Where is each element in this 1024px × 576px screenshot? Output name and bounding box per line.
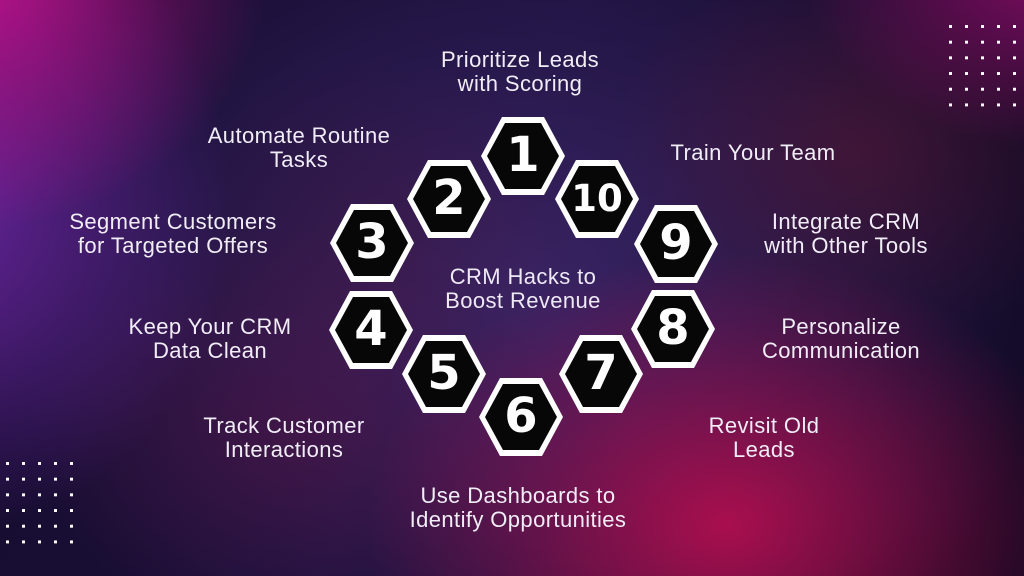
hexagon-number: 3 [355,214,389,270]
hexagon-2: 2 [407,160,491,238]
hexagon-fill: 4 [335,297,407,363]
hexagon-fill: 8 [637,296,709,362]
label-line: Automate Routine [207,123,391,148]
dot-grid-top-right-icon [949,25,1017,107]
label-integrate-crm: Integrate CRM with Other Tools [726,210,966,258]
hexagon-number: 8 [656,300,690,356]
center-title-line1: CRM Hacks to [449,264,597,289]
hexagon-number: 7 [584,345,618,401]
hexagon-7: 7 [559,335,643,413]
label-line: Identify Opportunities [409,507,627,532]
label-line: Revisit Old [708,413,820,438]
label-revisit-old-leads: Revisit Old Leads [664,414,864,462]
hexagon-10: 10 [555,160,639,238]
hexagon-8: 8 [631,290,715,368]
hexagon-4: 4 [329,291,413,369]
hexagon-number: 10 [571,176,623,220]
label-line: for Targeted Offers [77,233,269,258]
label-line: Segment Customers [69,209,277,234]
center-title-line2: Boost Revenue [445,288,601,313]
hexagon-1: 1 [481,117,565,195]
hexagon-fill: 5 [408,341,480,407]
label-line: Interactions [224,437,344,462]
label-track-customer-interactions: Track Customer Interactions [169,414,399,462]
hexagon-fill: 3 [336,210,408,276]
label-line: Data Clean [152,338,268,363]
label-segment-customers: Segment Customers for Targeted Offers [43,210,303,258]
hexagon-fill: 6 [485,384,557,450]
label-line: Use Dashboards to [420,483,616,508]
hexagon-fill: 10 [561,166,633,232]
hexagon-number: 1 [506,127,540,183]
label-line: Communication [761,338,921,363]
label-line: Integrate CRM [771,209,921,234]
center-title: CRM Hacks to Boost Revenue [403,265,643,313]
hexagon-9: 9 [634,205,718,283]
label-line: Track Customer [203,413,365,438]
label-line: Tasks [269,147,329,172]
hexagon-3: 3 [330,204,414,282]
hexagon-fill: 7 [565,341,637,407]
label-line: Prioritize Leads [440,47,600,72]
label-use-dashboards: Use Dashboards to Identify Opportunities [378,484,658,532]
label-line: Leads [733,437,795,462]
hexagon-fill: 2 [413,166,485,232]
label-automate-routine-tasks: Automate Routine Tasks [179,124,419,172]
hexagon-number: 6 [504,388,538,444]
hexagon-number: 9 [659,215,693,271]
hexagon-fill: 1 [487,123,559,189]
hexagon-number: 5 [427,345,461,401]
dot-grid-bottom-left-icon [6,462,74,544]
label-line: Keep Your CRM [128,314,292,339]
label-line: Train Your Team [670,140,836,165]
label-line: with Other Tools [764,233,928,258]
label-prioritize-leads: Prioritize Leads with Scoring [400,48,640,96]
hexagon-number: 2 [432,170,466,226]
label-line: Personalize [781,314,901,339]
label-personalize-communication: Personalize Communication [721,315,961,363]
label-line: with Scoring [457,71,583,96]
hexagon-fill: 9 [640,211,712,277]
hexagon-6: 6 [479,378,563,456]
hexagon-number: 4 [354,301,388,357]
hexagon-5: 5 [402,335,486,413]
label-keep-crm-data-clean: Keep Your CRM Data Clean [100,315,320,363]
label-train-your-team: Train Your Team [633,141,873,165]
